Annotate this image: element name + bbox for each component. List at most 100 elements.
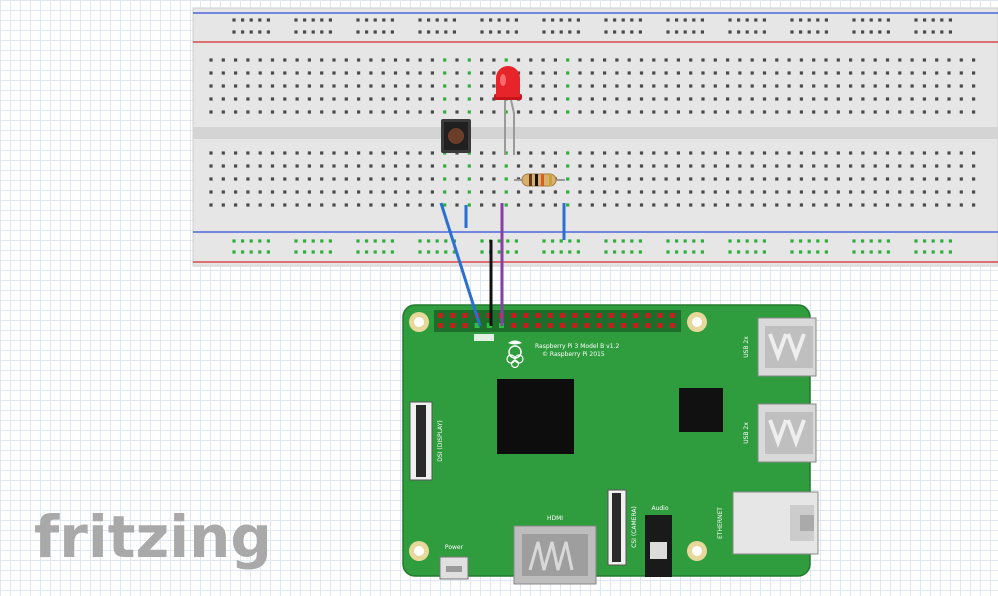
breadboard-hole[interactable] [418, 71, 422, 75]
breadboard-hole[interactable] [566, 110, 570, 114]
breadboard-hole[interactable] [382, 18, 386, 22]
breadboard-hole[interactable] [630, 250, 634, 254]
breadboard-hole[interactable] [307, 110, 311, 114]
breadboard-hole[interactable] [799, 84, 803, 88]
breadboard-hole[interactable] [701, 151, 705, 155]
breadboard-hole[interactable] [947, 190, 951, 194]
breadboard-hole[interactable] [492, 71, 496, 75]
breadboard-hole[interactable] [959, 203, 963, 207]
gpio-pin[interactable] [450, 313, 456, 318]
breadboard-hole[interactable] [455, 84, 459, 88]
breadboard-hole[interactable] [836, 177, 840, 181]
breadboard-hole[interactable] [824, 30, 828, 34]
breadboard-hole[interactable] [959, 84, 963, 88]
breadboard-hole[interactable] [221, 58, 225, 62]
breadboard-hole[interactable] [541, 190, 545, 194]
breadboard-hole[interactable] [514, 18, 518, 22]
breadboard-hole[interactable] [878, 18, 882, 22]
breadboard-hole[interactable] [566, 71, 570, 75]
breadboard-hole[interactable] [430, 97, 434, 101]
breadboard-hole[interactable] [689, 203, 693, 207]
breadboard-hole[interactable] [615, 190, 619, 194]
breadboard-hole[interactable] [861, 239, 865, 243]
breadboard-hole[interactable] [824, 151, 828, 155]
breadboard-hole[interactable] [393, 97, 398, 101]
breadboard-hole[interactable] [675, 18, 679, 22]
breadboard-hole[interactable] [542, 250, 546, 254]
breadboard-hole[interactable] [516, 190, 521, 194]
breadboard-hole[interactable] [812, 151, 816, 155]
breadboard-hole[interactable] [553, 58, 557, 62]
breadboard-hole[interactable] [246, 203, 250, 207]
breadboard-hole[interactable] [627, 164, 631, 168]
breadboard-hole[interactable] [737, 18, 741, 22]
breadboard-hole[interactable] [390, 18, 394, 22]
breadboard-hole[interactable] [381, 203, 385, 207]
breadboard-hole[interactable] [320, 30, 324, 34]
breadboard-hole[interactable] [455, 190, 459, 194]
breadboard-hole[interactable] [529, 110, 533, 114]
gpio-pin[interactable] [462, 323, 468, 328]
breadboard-hole[interactable] [427, 30, 431, 34]
breadboard-hole[interactable] [689, 151, 693, 155]
breadboard-hole[interactable] [603, 110, 607, 114]
breadboard-hole[interactable] [320, 151, 324, 155]
breadboard-hole[interactable] [356, 18, 360, 22]
breadboard-hole[interactable] [627, 203, 631, 207]
breadboard-hole[interactable] [852, 239, 856, 243]
breadboard-hole[interactable] [948, 18, 952, 22]
breadboard-hole[interactable] [812, 110, 816, 114]
breadboard-hole[interactable] [664, 151, 668, 155]
gpio-pin[interactable] [535, 323, 541, 328]
breadboard-hole[interactable] [258, 18, 262, 22]
breadboard-hole[interactable] [295, 203, 299, 207]
breadboard-hole[interactable] [430, 58, 434, 62]
breadboard-hole[interactable] [861, 18, 865, 22]
gpio-pin[interactable] [462, 313, 468, 318]
breadboard-hole[interactable] [910, 71, 914, 75]
gpio-pin[interactable] [633, 323, 639, 328]
breadboard-hole[interactable] [443, 177, 447, 181]
gpio-pin[interactable] [657, 323, 663, 328]
breadboard-hole[interactable] [836, 84, 840, 88]
breadboard-hole[interactable] [506, 18, 510, 22]
breadboard-hole[interactable] [320, 250, 324, 254]
breadboard-hole[interactable] [873, 58, 877, 62]
gpio-pin[interactable] [572, 313, 578, 318]
breadboard-hole[interactable] [948, 30, 952, 34]
breadboard-hole[interactable] [630, 30, 634, 34]
breadboard-hole[interactable] [578, 164, 582, 168]
breadboard-hole[interactable] [639, 58, 644, 62]
breadboard-hole[interactable] [664, 110, 668, 114]
breadboard-hole[interactable] [603, 71, 607, 75]
resistor[interactable] [514, 173, 565, 187]
breadboard-hole[interactable] [480, 250, 484, 254]
breadboard-hole[interactable] [529, 164, 533, 168]
breadboard-hole[interactable] [357, 71, 361, 75]
breadboard-hole[interactable] [621, 30, 625, 34]
breadboard-hole[interactable] [603, 58, 607, 62]
breadboard-hole[interactable] [590, 177, 594, 181]
breadboard-hole[interactable] [541, 58, 545, 62]
breadboard-hole[interactable] [568, 30, 572, 34]
breadboard-hole[interactable] [762, 97, 767, 101]
breadboard-hole[interactable] [701, 177, 705, 181]
breadboard-hole[interactable] [959, 71, 963, 75]
breadboard-hole[interactable] [270, 164, 275, 168]
breadboard-hole[interactable] [959, 110, 963, 114]
breadboard-hole[interactable] [418, 58, 422, 62]
gpio-pin[interactable] [450, 323, 456, 328]
breadboard-hole[interactable] [692, 30, 696, 34]
breadboard-hole[interactable] [790, 30, 794, 34]
breadboard-hole[interactable] [320, 18, 324, 22]
breadboard-hole[interactable] [467, 164, 471, 168]
breadboard-hole[interactable] [861, 151, 865, 155]
breadboard-hole[interactable] [873, 190, 877, 194]
breadboard-hole[interactable] [553, 84, 557, 88]
breadboard-hole[interactable] [344, 58, 348, 62]
breadboard-hole[interactable] [878, 250, 882, 254]
breadboard-hole[interactable] [566, 164, 570, 168]
breadboard-hole[interactable] [373, 18, 377, 22]
breadboard-hole[interactable] [666, 30, 670, 34]
breadboard-hole[interactable] [689, 177, 693, 181]
